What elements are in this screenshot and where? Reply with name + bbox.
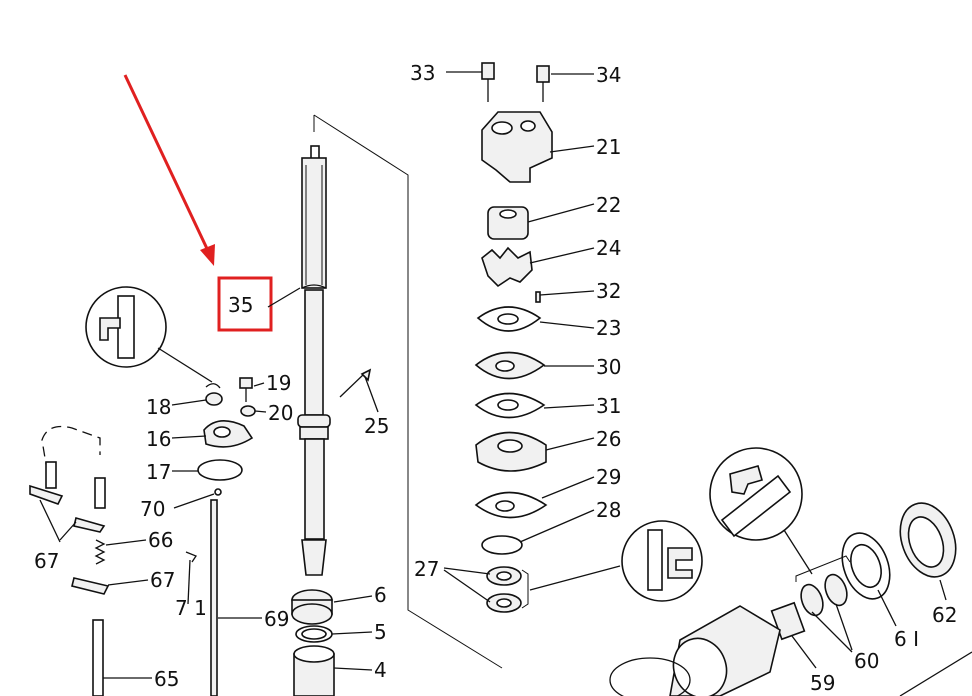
tube-leaders bbox=[39, 499, 262, 679]
callout-69: 69 bbox=[264, 607, 289, 631]
callout-16: 16 bbox=[146, 427, 171, 451]
seal-detail-bubble-right bbox=[709, 447, 813, 575]
seal-detail-bubble-left bbox=[85, 286, 213, 383]
callout-70: 70 bbox=[140, 497, 165, 521]
callout-25: 25 bbox=[364, 414, 389, 438]
lower-seals bbox=[291, 589, 373, 696]
drive-shaft bbox=[267, 145, 331, 576]
callout-6: 6 bbox=[374, 583, 387, 607]
callout-66: 66 bbox=[148, 528, 173, 552]
callout-67-right: 67 bbox=[150, 568, 175, 592]
callout-23: 23 bbox=[596, 316, 621, 340]
callout-30: 30 bbox=[596, 355, 621, 379]
left-leaders bbox=[171, 373, 379, 509]
callout-32: 32 bbox=[596, 279, 621, 303]
woodruff-key bbox=[360, 368, 372, 382]
callout-34: 34 bbox=[596, 63, 621, 87]
prop-leaders bbox=[791, 579, 972, 696]
callout-62: 62 bbox=[932, 603, 957, 627]
callout-24: 24 bbox=[596, 236, 621, 260]
callout-61: 6 I bbox=[894, 627, 919, 651]
water-tube bbox=[29, 425, 218, 696]
pump-leaders bbox=[443, 71, 621, 603]
callout-65: 65 bbox=[154, 667, 179, 691]
callout-5: 5 bbox=[374, 620, 387, 644]
callout-4: 4 bbox=[374, 658, 387, 682]
callout-27: 27 bbox=[414, 557, 439, 581]
callout-71: 7 1 bbox=[175, 596, 207, 620]
callout-59: 59 bbox=[810, 671, 835, 695]
highlight-arrow bbox=[123, 74, 215, 266]
callout-31: 31 bbox=[596, 394, 621, 418]
pump-stack bbox=[474, 62, 553, 613]
callout-18: 18 bbox=[146, 395, 171, 419]
callout-26: 26 bbox=[596, 427, 621, 451]
callout-29: 29 bbox=[596, 465, 621, 489]
callout-19: 19 bbox=[266, 371, 291, 395]
callout-67-left: 67 bbox=[34, 549, 59, 573]
callout-17: 17 bbox=[146, 460, 171, 484]
callout-20: 20 bbox=[268, 401, 293, 425]
callout-21: 21 bbox=[596, 135, 621, 159]
highlight-box bbox=[217, 276, 273, 332]
prop-housing-group bbox=[609, 502, 957, 696]
callout-33: 33 bbox=[410, 61, 435, 85]
oil-seal-housing bbox=[197, 377, 256, 496]
seal-detail-bubble-center bbox=[621, 520, 703, 602]
callout-22: 22 bbox=[596, 193, 621, 217]
callout-60: 60 bbox=[854, 649, 879, 673]
callout-28: 28 bbox=[596, 498, 621, 522]
callout-35: 35 bbox=[228, 293, 253, 317]
